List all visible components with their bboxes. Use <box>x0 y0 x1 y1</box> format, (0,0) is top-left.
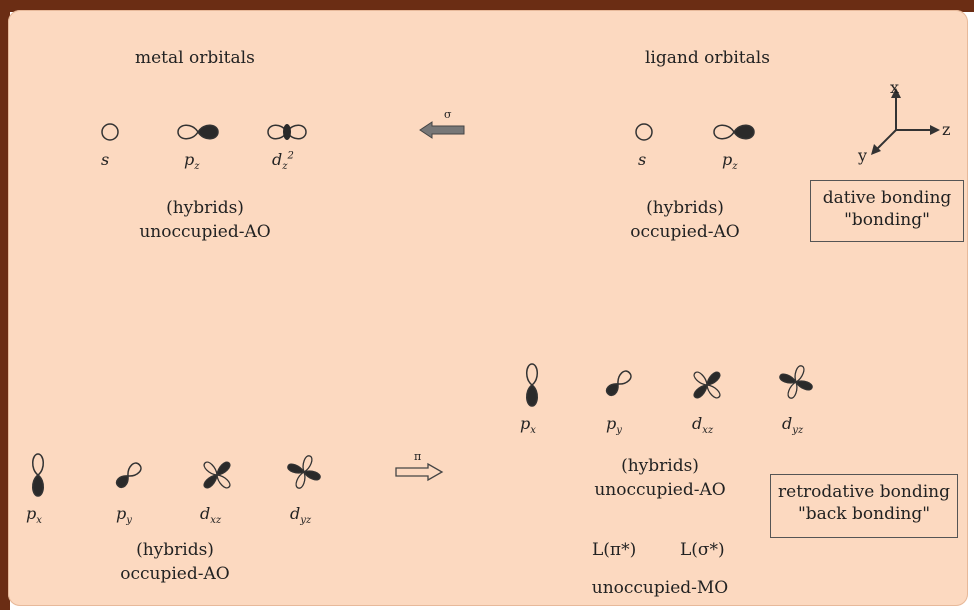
axis-z-label: z <box>942 120 951 139</box>
retrodative-bonding-line1: retrodative bonding <box>778 482 950 502</box>
metal-orbitals-title: metal orbitals <box>135 48 255 68</box>
left-frame-bar <box>0 0 10 610</box>
right-state-label: unoccupied-AO <box>594 480 726 500</box>
sigma-arrow-icon <box>419 121 465 139</box>
axis-x-label: x <box>890 78 900 97</box>
dative-bonding-line1: dative bonding <box>822 188 952 208</box>
label-dxz-right: dxz <box>692 414 714 437</box>
label-s-metal: s <box>101 150 110 169</box>
pz-orbital-icon <box>177 124 219 140</box>
dyz-orbital-right-icon <box>779 365 813 399</box>
py-orbital-left-icon <box>115 462 142 489</box>
label-pz-metal: pz <box>184 150 200 173</box>
label-s-ligand: s <box>638 150 647 169</box>
left-hybrids-label: (hybrids) <box>136 540 214 560</box>
label-pz-ligand: pz <box>722 150 738 173</box>
label-dyz-left: dyz <box>290 504 312 527</box>
pz-ligand-orbital-icon <box>713 124 755 140</box>
label-px-left: px <box>26 504 42 527</box>
mo-pi-star-label: L(π*) <box>592 540 637 560</box>
dative-bonding-box: dative bonding "bonding" <box>810 180 964 242</box>
dative-bonding-line2: "bonding" <box>844 210 930 230</box>
retrodative-bonding-line2: "back bonding" <box>797 504 931 524</box>
label-py-left: py <box>116 504 132 527</box>
mo-state-label: unoccupied-MO <box>591 578 729 598</box>
metal-state-label: unoccupied-AO <box>139 222 271 242</box>
sigma-label: σ <box>444 108 452 121</box>
dyz-orbital-left-icon <box>287 455 321 489</box>
s-ligand-orbital-icon <box>635 123 653 141</box>
s-orbital-icon <box>101 123 119 141</box>
retrodative-bonding-box: retrodative bonding "back bonding" <box>770 474 958 538</box>
label-dz2-metal: dz2 <box>272 150 294 173</box>
label-px-right: px <box>520 414 536 437</box>
metal-hybrids-label: (hybrids) <box>166 198 244 218</box>
dz2-orbital-icon <box>267 124 307 140</box>
top-frame-bar <box>0 0 974 12</box>
py-orbital-right-icon <box>605 370 632 397</box>
ligand-state-label: occupied-AO <box>630 222 740 242</box>
right-hybrids-label: (hybrids) <box>621 456 699 476</box>
pi-arrow-icon <box>395 462 444 482</box>
label-dxz-left: dxz <box>200 504 222 527</box>
dxz-orbital-left-icon <box>203 461 231 489</box>
dxz-orbital-right-icon <box>693 371 721 399</box>
ligand-hybrids-label: (hybrids) <box>646 198 724 218</box>
px-orbital-left-icon <box>32 453 44 497</box>
axis-y-label: y <box>858 146 868 165</box>
px-orbital-right-icon <box>526 363 538 407</box>
left-state-label: occupied-AO <box>120 564 230 584</box>
mo-sigma-star-label: L(σ*) <box>680 540 725 560</box>
pi-label: π <box>414 450 422 463</box>
ligand-orbitals-title: ligand orbitals <box>645 48 770 68</box>
label-dyz-right: dyz <box>782 414 804 437</box>
label-py-right: py <box>606 414 622 437</box>
axes-icon <box>871 88 940 155</box>
